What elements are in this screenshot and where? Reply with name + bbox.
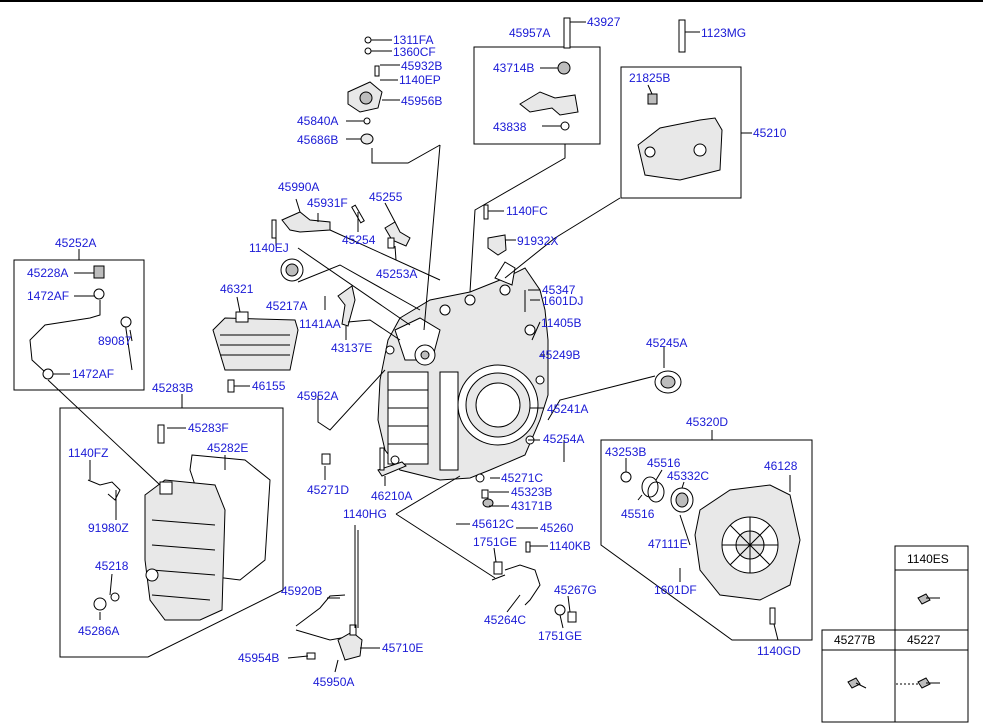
leader-lines: [47, 21, 791, 673]
label-1140FC: 1140FC: [506, 204, 548, 218]
label-45320D: 45320D: [686, 415, 728, 429]
label-45218: 45218: [95, 559, 129, 573]
label-45950A: 45950A: [313, 675, 354, 689]
oil-filter-46321: [212, 311, 299, 393]
harness-45920B: [295, 594, 363, 661]
label-1141AA: 1141AA: [299, 317, 341, 331]
group-box-45283B: [59, 407, 284, 658]
label-1140EJ: 1140EJ: [249, 241, 289, 255]
label-1601DF: 1601DF: [654, 583, 697, 597]
label-43137E: 43137E: [331, 341, 372, 355]
bracket-91932X: [487, 234, 507, 256]
label-45710E: 45710E: [382, 641, 423, 655]
label-45253A: 45253A: [376, 267, 417, 281]
bracket-45957A-parts: [519, 17, 579, 131]
label-46210A: 46210A: [371, 489, 412, 503]
bolt-icon-45227: [896, 677, 940, 689]
legend-45277B: 45277B: [834, 633, 875, 647]
breather-hose-group: [29, 265, 133, 380]
label-91980Z: 91980Z: [88, 521, 129, 535]
label-45271C: 45271C: [501, 471, 543, 485]
label-43714B: 43714B: [493, 61, 534, 75]
bracket-43137E: [337, 285, 356, 327]
label-1311FA: 1311FA: [393, 33, 433, 47]
bolt-icon-1140ES: [917, 593, 940, 605]
label-45241A: 45241A: [547, 402, 588, 416]
label-43253B: 43253B: [605, 445, 646, 459]
label-1140FZ: 1140FZ: [68, 446, 108, 460]
label-1140EP: 1140EP: [399, 73, 441, 87]
mount-bracket-45210: [637, 19, 723, 181]
label-45332C: 45332C: [667, 469, 709, 483]
label-46128: 46128: [764, 459, 798, 473]
group-box-45957A: [473, 46, 601, 145]
center-small-parts: [321, 447, 577, 623]
label-1360CF: 1360CF: [393, 45, 436, 59]
label-46321: 46321: [220, 282, 254, 296]
label-45347: 45347: [542, 283, 576, 297]
sensor-45956B: [347, 36, 383, 145]
label-45954B: 45954B: [238, 651, 279, 665]
label-1751GE-lower: 1751GE: [538, 629, 582, 643]
label-45267G: 45267G: [554, 583, 597, 597]
label-45249B: 45249B: [539, 348, 580, 362]
legend-1140ES: 1140ES: [907, 552, 949, 566]
label-1472AF-upper: 1472AF: [27, 289, 69, 303]
label-45217A: 45217A: [266, 299, 307, 313]
label-45932B: 45932B: [401, 59, 442, 73]
oil-pan-45282E: [87, 424, 271, 621]
label-45283F: 45283F: [188, 421, 229, 435]
label-43838: 43838: [493, 120, 527, 134]
label-45957A: 45957A: [509, 26, 550, 40]
label-91932X: 91932X: [517, 234, 558, 248]
label-11405B: 11405B: [541, 316, 581, 330]
label-45323B: 45323B: [511, 485, 552, 499]
label-45612C: 45612C: [472, 517, 514, 531]
label-45254A: 45254A: [543, 432, 584, 446]
label-21825B: 21825B: [629, 71, 670, 85]
label-45260: 45260: [540, 521, 574, 535]
label-1140HG: 1140HG: [343, 507, 387, 521]
label-43171B: 43171B: [511, 499, 552, 513]
cover-45320D: [620, 471, 801, 625]
label-45245A: 45245A: [646, 336, 687, 350]
label-45990A: 45990A: [278, 180, 319, 194]
label-45286A: 45286A: [78, 624, 119, 638]
label-45920B: 45920B: [281, 584, 322, 598]
label-45956B: 45956B: [401, 94, 442, 108]
label-1140KB: 1140KB: [549, 539, 591, 553]
label-45516-upper: 45516: [647, 456, 681, 470]
label-45840A: 45840A: [297, 114, 338, 128]
legend-45227: 45227: [907, 633, 941, 647]
label-45931F: 45931F: [307, 196, 348, 210]
bolt-icon-45277B: [847, 677, 867, 689]
label-1601DJ: 1601DJ: [542, 294, 583, 308]
label-45255: 45255: [369, 190, 403, 204]
label-45952A: 45952A: [297, 389, 338, 403]
legend-table: [821, 545, 969, 723]
label-45516-lower: 45516: [621, 507, 655, 521]
label-45282E: 45282E: [207, 441, 248, 455]
legend-labels: 1140ES 45277B 45227: [834, 552, 949, 647]
label-45228A: 45228A: [27, 266, 68, 280]
transmission-case-45241A: [377, 261, 549, 481]
label-1751GE-upper: 1751GE: [473, 535, 517, 549]
label-45254: 45254: [342, 233, 376, 247]
label-45210: 45210: [753, 126, 787, 140]
label-43927: 43927: [587, 15, 621, 29]
part-labels: 1311FA 1360CF 45932B 1140EP 45956B 45840…: [27, 15, 801, 689]
label-1123MG: 1123MG: [701, 26, 746, 40]
label-89087: 89087: [98, 334, 132, 348]
label-1472AF-lower: 1472AF: [72, 367, 114, 381]
label-1140GD: 1140GD: [757, 644, 801, 658]
label-45264C: 45264C: [484, 613, 526, 627]
label-45252A: 45252A: [55, 236, 96, 250]
label-47111E: 47111E: [648, 537, 688, 551]
group-box-45320D: [600, 439, 813, 641]
label-45283B: 45283B: [152, 381, 193, 395]
label-45271D: 45271D: [307, 483, 349, 497]
label-46155: 46155: [252, 379, 286, 393]
label-45686B: 45686B: [297, 133, 338, 147]
